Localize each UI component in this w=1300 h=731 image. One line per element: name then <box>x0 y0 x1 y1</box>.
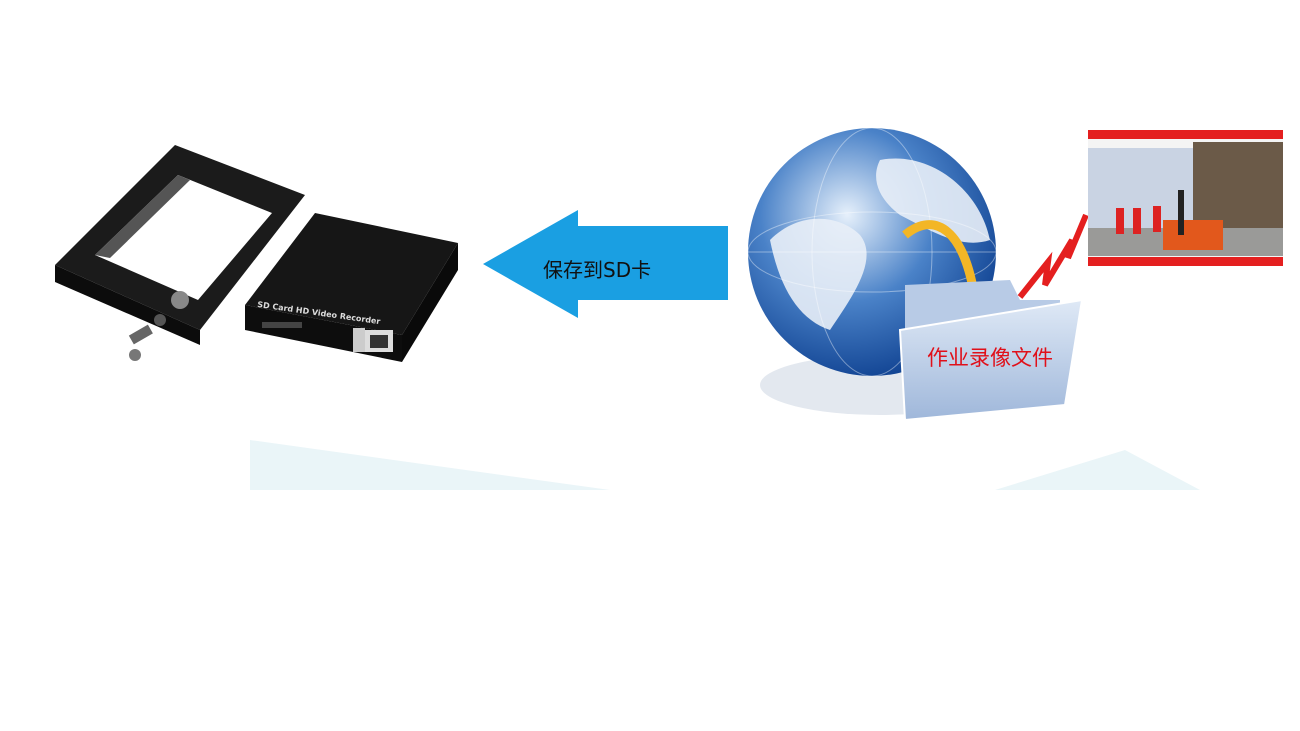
photo-top-bar <box>1088 130 1283 139</box>
photo-bottom-bar <box>1088 257 1283 266</box>
forklift-scene <box>1088 142 1283 256</box>
floor-reflection-left <box>250 440 610 490</box>
save-to-sd-arrow <box>483 210 728 318</box>
work-site-photo <box>1088 130 1283 266</box>
lightning-icon <box>1017 213 1089 299</box>
folder-icon <box>898 280 1084 422</box>
folder-label: 作业录像文件 <box>927 346 1053 370</box>
mounting-bracket <box>55 145 305 361</box>
arrow-label: 保存到SD卡 <box>543 258 652 282</box>
floor-reflection-right <box>995 450 1200 490</box>
transfer-curve-arrow <box>902 220 980 301</box>
video-recorder-device <box>245 213 458 362</box>
